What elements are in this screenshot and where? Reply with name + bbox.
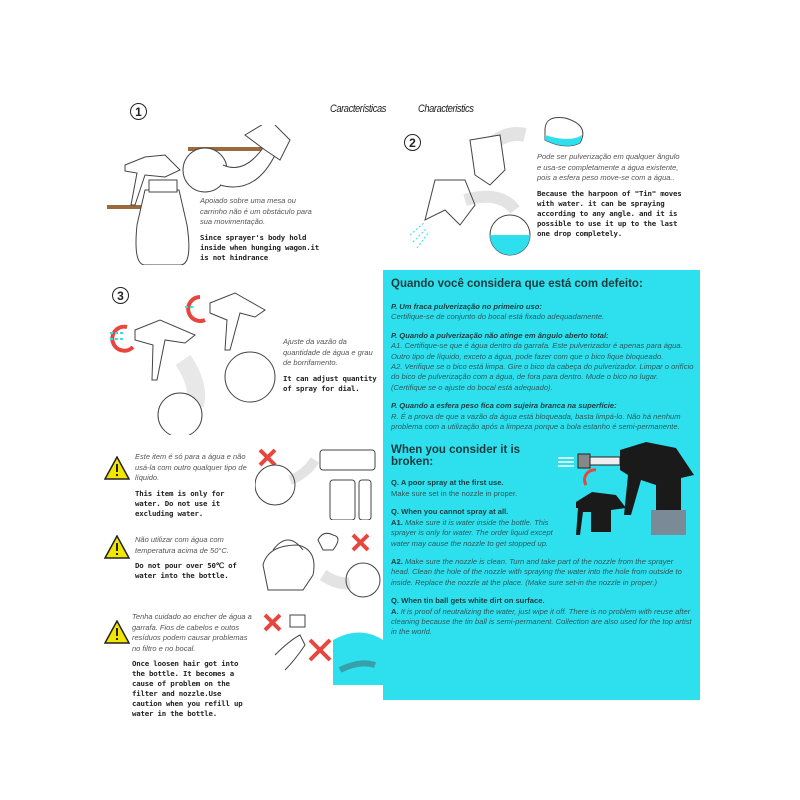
section1-en-text: Since sprayer's body hold inside when hu… bbox=[200, 232, 319, 262]
section2-en-text: Because the harpoon of "Tin" moves with … bbox=[537, 188, 682, 238]
warning1-en-text: This item is only for water. Do not use … bbox=[135, 488, 225, 518]
warning-icon bbox=[104, 620, 130, 644]
header-pt: Características bbox=[330, 103, 386, 115]
pt-answer-3: A2. Verifique se o bico está limpa. Gire… bbox=[391, 362, 694, 392]
en-answer-2: Make sure it is water inside the bottle.… bbox=[391, 517, 553, 548]
en-answer-label-a1: A1. bbox=[391, 517, 403, 527]
section3-en-text: It can adjust quantity of spray for dial… bbox=[283, 373, 377, 393]
step-number-3: 3 bbox=[112, 287, 129, 304]
warning3-en-text: Once loosen hair got into the bottle. It… bbox=[132, 659, 243, 718]
en-question-1: Q. A poor spray at the first use. bbox=[391, 478, 504, 488]
pt-answer-2: A1. Certifique-se que é água dentro da g… bbox=[391, 341, 683, 361]
en-answer-label-a2: A2. bbox=[391, 556, 403, 566]
warning3-text: Tenha cuidado ao encher de água a garraf… bbox=[132, 612, 252, 719]
en-question-2: Q. When you cannot spray at all. bbox=[391, 507, 509, 517]
en-answer-1: Make sure set in the nozzle in proper. bbox=[391, 488, 518, 498]
warning3-pt-text: Tenha cuidado ao encher de água a garraf… bbox=[132, 612, 252, 653]
nozzle-sprayer-illustration bbox=[558, 442, 694, 536]
pt-question-1: P. Um fraca pulverização no primeiro uso… bbox=[391, 302, 542, 311]
pt-question-3: P. Quando a esfera peso fica com sujeira… bbox=[391, 401, 617, 411]
step-number-1: 1 bbox=[130, 103, 147, 120]
warning2-text: Não utilizar com água com temperatura ac… bbox=[135, 535, 255, 581]
panel-pt-title: Quando você considera que está com defei… bbox=[391, 278, 643, 290]
troubleshooting-panel: Quando você considera que está com defei… bbox=[383, 270, 700, 700]
section1-text: Apoiado sobre uma mesa ou carrinho não é… bbox=[200, 196, 325, 263]
pt-question-2: P. Quando a pulverização não atinge em â… bbox=[391, 330, 609, 340]
sprayer-on-table-illustration bbox=[107, 125, 291, 265]
step-number-2: 2 bbox=[404, 134, 421, 151]
hot-water-kettle-illustration bbox=[262, 532, 381, 598]
warning-icon bbox=[104, 535, 130, 559]
panel-en-title: When you consider it is broken: bbox=[391, 444, 521, 469]
header-en: Characteristics bbox=[418, 103, 474, 115]
warning1-pt-text: Este item é só para a água e não usá-la … bbox=[135, 452, 247, 482]
warning2-en-text: Do not pour over 50℃ of water into the b… bbox=[135, 561, 237, 580]
en-answer-label-a: A. bbox=[391, 606, 399, 616]
refill-caution-illustration bbox=[263, 613, 383, 685]
en-question-3: Q. When tin ball gets white dirt on surf… bbox=[391, 596, 545, 606]
angled-spray-illustration bbox=[409, 127, 531, 256]
warning2-pt-text: Não utilizar com água com temperatura ac… bbox=[135, 535, 229, 555]
pt-answer-1: Certifique-se de conjunto do bocal está … bbox=[391, 312, 605, 322]
warning1-text: Este item é só para a água e não usá-la … bbox=[135, 452, 253, 519]
en-answer-3: Make sure the nozzle is clean. Turn and … bbox=[391, 556, 682, 587]
panel-en-top: When you consider it is broken: Q. A poo… bbox=[391, 442, 694, 548]
adjust-dial-illustration bbox=[110, 292, 276, 435]
warning-icon bbox=[104, 456, 130, 480]
section3-text: Ajuste da vazão da quantidade de água e … bbox=[283, 337, 380, 394]
section3-pt-text: Ajuste da vazão da quantidade de água e … bbox=[283, 337, 373, 367]
other-liquid-illustration bbox=[255, 448, 376, 520]
water-ball-illustration bbox=[544, 117, 584, 147]
en-answer-4: It is proof of neutralizing the water, j… bbox=[391, 606, 692, 637]
section1-pt-text: Apoiado sobre uma mesa ou carrinho não é… bbox=[200, 196, 312, 226]
section2-text: Pode ser pulverização em qualquer ângulo… bbox=[537, 152, 682, 239]
pt-answer-4: R. É a prova de que a vazão da água está… bbox=[391, 411, 681, 432]
section2-pt-text: Pode ser pulverização em qualquer ângulo… bbox=[537, 152, 680, 182]
